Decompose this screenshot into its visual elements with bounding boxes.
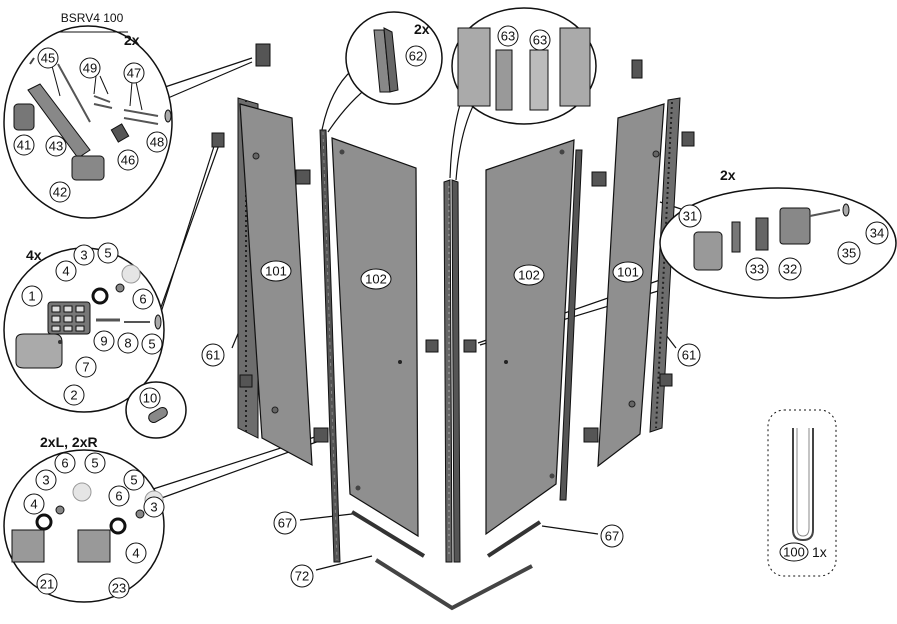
label-lr-3b: 3: [150, 500, 157, 515]
label-62: 62: [409, 49, 423, 64]
label-mount-5: 5: [104, 246, 111, 261]
label-63-right: 63: [533, 33, 547, 48]
label-lr-5: 5: [91, 456, 98, 471]
label-48: 48: [150, 135, 164, 150]
label-101-left: 101: [265, 264, 287, 279]
label-mount-9: 9: [100, 334, 107, 349]
hinge-kit-bubble: BSRV4 100 2x 45 49 47 41 43 46 48: [3, 11, 173, 219]
accessory-box: 100 1x: [767, 409, 837, 577]
label-61-left: 61: [206, 348, 220, 363]
hinge-part: [255, 43, 271, 67]
label-67-left: 67: [278, 516, 292, 531]
label-67-right: 67: [605, 529, 619, 544]
label-45: 45: [41, 51, 55, 66]
label-102-right: 102: [518, 268, 540, 283]
profile-detail-bubble: 63 63: [451, 7, 597, 125]
label-mount-7: 7: [82, 360, 89, 375]
label-lr-5b: 5: [130, 473, 137, 488]
label-lr-3: 3: [42, 473, 49, 488]
label-mount-6: 6: [139, 292, 146, 307]
label-mount-8: 8: [124, 336, 131, 351]
label-35: 35: [842, 246, 856, 261]
label-102-left: 102: [365, 272, 387, 287]
label-mount-2: 2: [70, 388, 77, 403]
label-21: 21: [40, 577, 54, 592]
qty-mount-kit: 4x: [26, 247, 42, 263]
bottom-seals: [350, 510, 542, 611]
label-mount-1: 1: [28, 289, 35, 304]
label-lr-6: 6: [61, 456, 68, 471]
label-49: 49: [83, 61, 97, 76]
label-42: 42: [53, 185, 67, 200]
label-34: 34: [870, 226, 884, 241]
right-door-panel: [463, 139, 583, 536]
label-101-right: 101: [617, 265, 639, 280]
label-63-left: 63: [501, 29, 515, 44]
left-door-panel: [319, 129, 439, 563]
label-43: 43: [49, 139, 63, 154]
handle-kit-bubble: 2x 31 33 32 35 34: [659, 167, 897, 299]
qty-handle-kit: 2x: [720, 167, 736, 183]
right-side-panel: [583, 59, 695, 468]
label-lr-4b: 4: [132, 546, 139, 561]
label-46: 46: [121, 153, 135, 168]
label-47: 47: [127, 66, 141, 81]
label-mount-5b: 5: [148, 337, 155, 352]
label-41: 41: [17, 138, 31, 153]
left-side-panel: [211, 97, 329, 467]
lr-kit-bubble: 2xL, 2xR 6 5 3 5 4 6 3 4 21 23: [3, 434, 165, 603]
qty-hinge-kit: 2x: [124, 32, 140, 48]
top-profile-bubble: 2x 62: [345, 11, 443, 105]
label-mount-4: 4: [62, 264, 69, 279]
model-code: BSRV4 100: [61, 11, 124, 25]
label-100: 100: [783, 545, 805, 560]
label-32: 32: [783, 262, 797, 277]
mount-kit-bubble: 4x 3 5 4 1 6 9 8 5 7 2: [3, 242, 165, 413]
label-lr-4: 4: [30, 497, 37, 512]
main-callouts: 61 61 67 67 72: [201, 343, 701, 588]
label-31: 31: [683, 209, 697, 224]
label-33: 33: [750, 262, 764, 277]
qty-lr-kit: 2xL, 2xR: [40, 434, 98, 450]
label-61-right: 61: [682, 348, 696, 363]
label-10: 10: [143, 391, 157, 406]
qty-accessory: 1x: [812, 544, 827, 560]
label-72: 72: [295, 569, 309, 584]
center-profiles: [443, 179, 461, 563]
label-lr-6b: 6: [115, 489, 122, 504]
label-mount-3: 3: [80, 248, 87, 263]
part-10-bubble: 10: [125, 381, 187, 439]
label-23: 23: [112, 581, 126, 596]
panel-labels: 101 102 102 101: [260, 260, 644, 290]
qty-top-profile: 2x: [414, 21, 430, 37]
